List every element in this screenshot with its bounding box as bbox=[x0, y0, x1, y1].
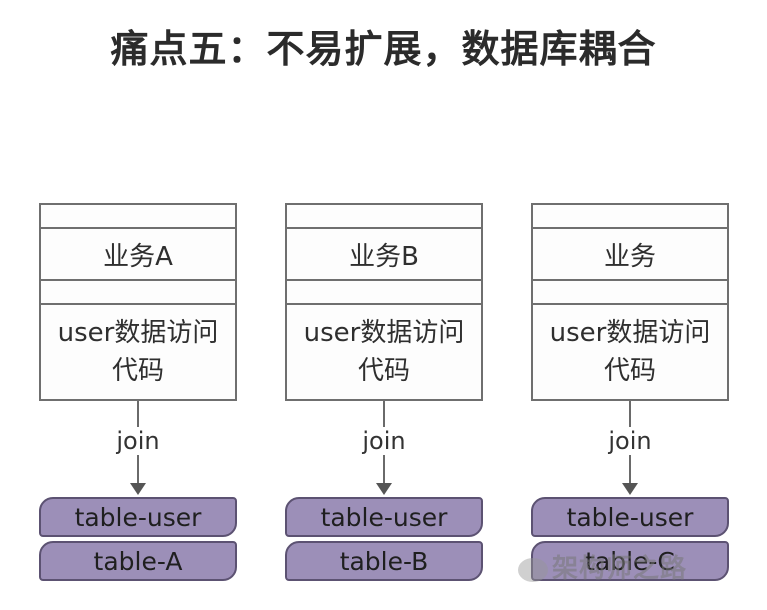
watermark-text: 架构师之路 bbox=[552, 554, 688, 584]
table-stack: table-user table-A bbox=[39, 497, 237, 581]
watermark: 架构师之路 bbox=[518, 548, 687, 585]
join-label: join bbox=[605, 427, 655, 455]
service-module-b: 业务B user数据访问代码 bbox=[285, 203, 483, 401]
join-connector: join bbox=[285, 401, 483, 497]
business-label: 业务 bbox=[533, 229, 727, 281]
arrow-down-icon bbox=[622, 483, 638, 495]
join-label: join bbox=[359, 427, 409, 455]
module-gap-row bbox=[533, 281, 727, 305]
service-module-a: 业务A user数据访问代码 bbox=[39, 203, 237, 401]
db-table-b: table-B bbox=[285, 541, 483, 581]
join-label: join bbox=[113, 427, 163, 455]
db-table-user: table-user bbox=[531, 497, 729, 537]
table-stack: table-user table-C bbox=[531, 497, 729, 581]
data-access-code-label: user数据访问代码 bbox=[303, 318, 465, 386]
db-table-a: table-A bbox=[39, 541, 237, 581]
table-stack: table-user table-B bbox=[285, 497, 483, 581]
module-gap-row bbox=[287, 281, 481, 305]
service-column-a: 业务A user数据访问代码 join table-user table-A bbox=[39, 203, 237, 585]
service-column-b: 业务B user数据访问代码 join table-user table-B bbox=[285, 203, 483, 585]
module-top-row bbox=[533, 205, 727, 229]
data-access-code-label: user数据访问代码 bbox=[57, 318, 219, 386]
db-table-c: table-C bbox=[531, 541, 729, 581]
data-access-code-label: user数据访问代码 bbox=[549, 318, 711, 386]
join-connector: join bbox=[39, 401, 237, 497]
module-gap-row bbox=[41, 281, 235, 305]
wechat-icon bbox=[518, 557, 548, 582]
business-label: 业务A bbox=[41, 229, 235, 281]
arrow-down-icon bbox=[130, 483, 146, 495]
module-top-row bbox=[41, 205, 235, 229]
business-label: 业务B bbox=[287, 229, 481, 281]
page-title: 痛点五：不易扩展，数据库耦合 bbox=[110, 27, 657, 71]
arrow-down-icon bbox=[376, 483, 392, 495]
db-table-user: table-user bbox=[39, 497, 237, 537]
join-connector: join bbox=[531, 401, 729, 497]
module-top-row bbox=[287, 205, 481, 229]
db-table-user: table-user bbox=[285, 497, 483, 537]
service-module-c: 业务 user数据访问代码 bbox=[531, 203, 729, 401]
service-column-c: 业务 user数据访问代码 join table-user table-C bbox=[531, 203, 729, 585]
